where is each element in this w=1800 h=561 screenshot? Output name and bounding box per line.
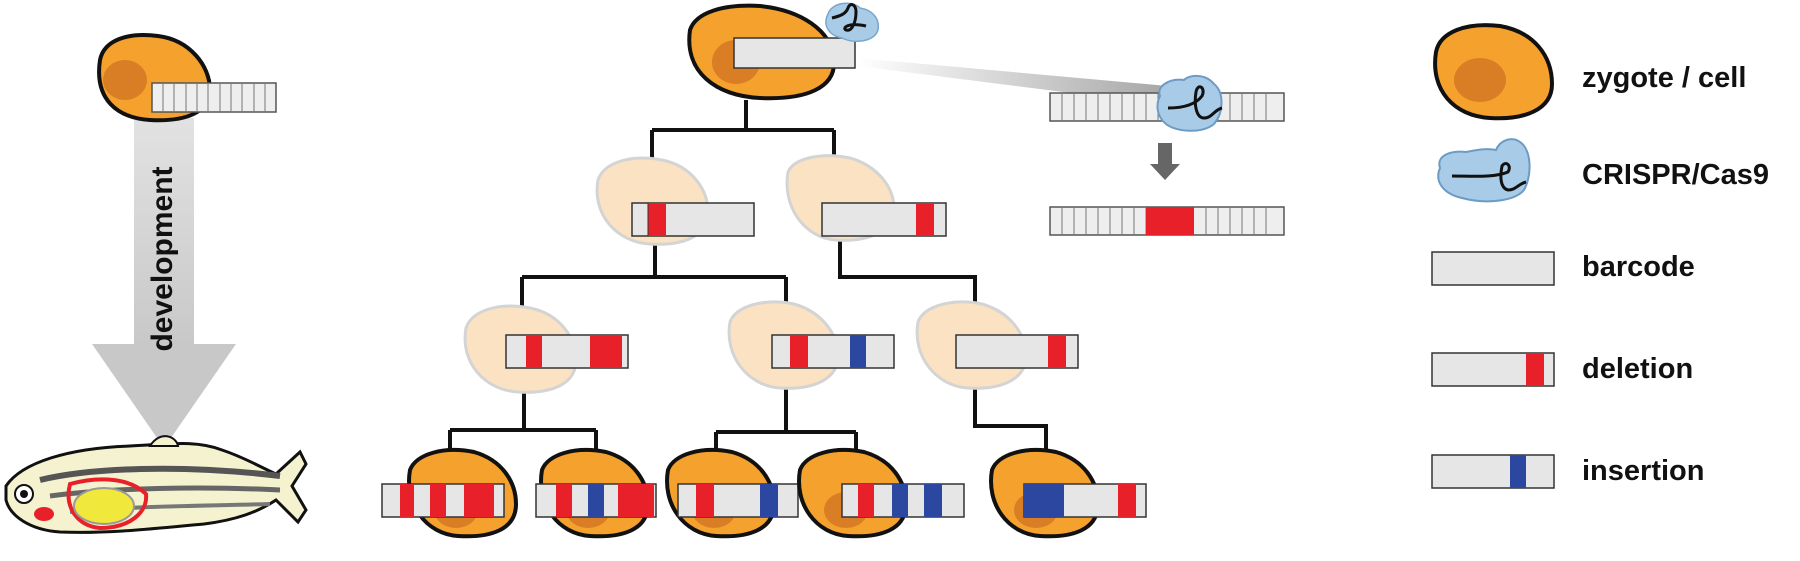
top-zygote — [687, 3, 856, 101]
zebrafish — [4, 435, 308, 534]
cell-l4-c — [665, 448, 799, 539]
cell-l3-c — [915, 300, 1079, 390]
development-label: development — [146, 166, 179, 352]
legend-label-barcode: barcode — [1582, 251, 1695, 283]
cell-l4-b — [535, 448, 657, 539]
lineage-tree-lines — [448, 100, 1048, 474]
cell-l2-right — [785, 154, 947, 242]
cell-l4-a — [381, 448, 519, 539]
legend-deletion-icon — [1431, 352, 1555, 387]
legend-barcode-icon — [1431, 251, 1555, 286]
cell-l2-left — [595, 156, 755, 246]
top-cas9 — [825, 2, 880, 43]
inset-cas9 — [1156, 74, 1223, 132]
legend-cas9-icon — [1437, 138, 1531, 203]
legend-cell-icon — [1433, 23, 1555, 121]
cell-l3-b — [727, 300, 895, 390]
cell-l3-a — [463, 304, 629, 394]
inset-barcode-repaired — [1049, 206, 1285, 236]
cell-l4-d — [797, 448, 965, 539]
development-arrow — [92, 118, 236, 448]
left-barcode — [151, 82, 277, 113]
inset-down-arrow — [1150, 143, 1180, 180]
legend-label-cas9: CRISPR/Cas9 — [1582, 159, 1769, 191]
legend-label-deletion: deletion — [1582, 353, 1694, 385]
cell-l4-e — [989, 448, 1147, 539]
legend-label-zygote: zygote / cell — [1582, 62, 1747, 94]
legend-label-insertion: insertion — [1582, 455, 1705, 487]
legend-insertion-icon — [1431, 454, 1555, 489]
